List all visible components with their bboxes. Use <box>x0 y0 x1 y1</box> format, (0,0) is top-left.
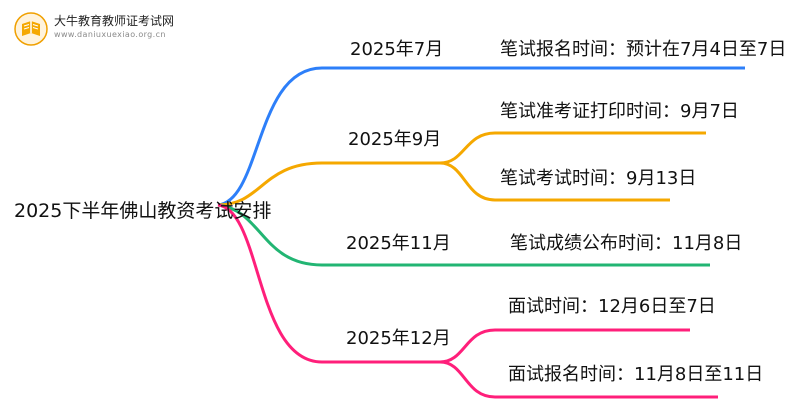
item-label-dec-1: 面试时间：12月6日至7日 <box>508 296 716 317</box>
item-connector-dec-1 <box>439 328 690 364</box>
branch-label-jul: 2025年7月 <box>350 39 444 60</box>
item-connector-sep-1 <box>439 131 706 165</box>
item-label-sep-2: 笔试考试时间：9月13日 <box>500 168 697 189</box>
root-topic: 2025下半年佛山教资考试安排 <box>14 200 272 222</box>
logo-site-url: www.daniuxuexiao.org.cn <box>54 30 166 39</box>
item-label-nov-1: 笔试成绩公布时间：11月8日 <box>510 233 743 254</box>
branch-label-dec: 2025年12月 <box>346 328 451 349</box>
branch-label-nov: 2025年11月 <box>346 233 451 254</box>
site-logo: 大牛教育教师证考试网 www.daniuxuexiao.org.cn <box>14 10 214 50</box>
branch-connector-sep <box>217 161 440 207</box>
item-label-jul-1: 笔试报名时间：预计在7月4日至7日 <box>500 39 786 60</box>
item-connector-dec-2 <box>439 360 718 399</box>
mindmap-connectors <box>217 66 745 399</box>
branch-connector-jul <box>217 66 745 207</box>
branch-label-sep: 2025年9月 <box>348 129 442 150</box>
item-connector-sep-2 <box>439 161 670 202</box>
branch-connector-nov <box>217 203 710 267</box>
logo-site-name: 大牛教育教师证考试网 <box>54 14 175 28</box>
branch-connector-dec <box>217 203 440 364</box>
book-logo-icon <box>14 12 48 46</box>
item-label-dec-2: 面试报名时间：11月8日至11日 <box>508 364 764 385</box>
item-label-sep-1: 笔试准考证打印时间：9月7日 <box>500 101 739 122</box>
